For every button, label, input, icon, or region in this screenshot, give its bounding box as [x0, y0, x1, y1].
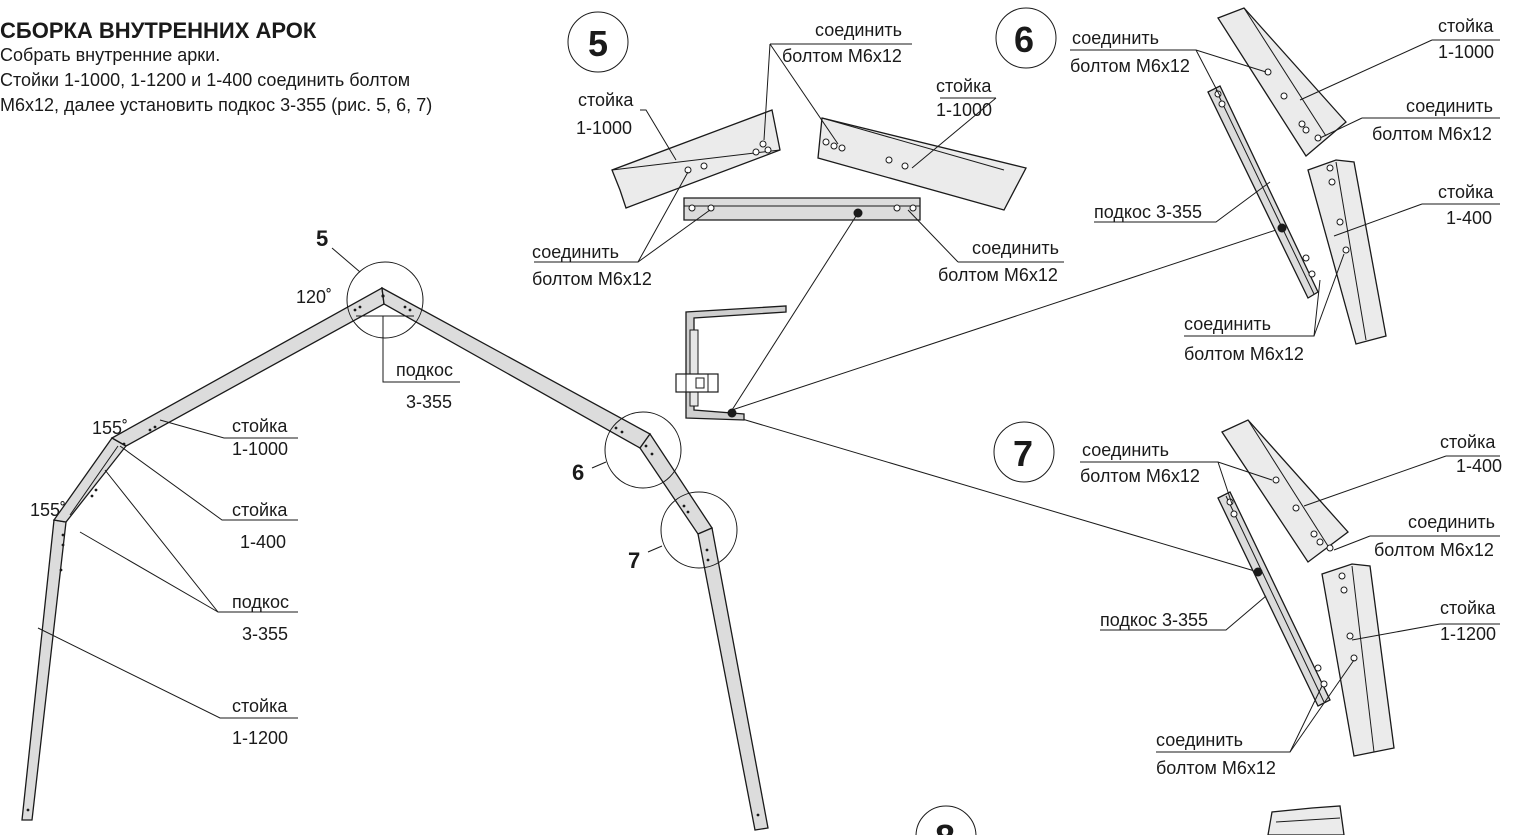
profile-cross-section [675, 305, 787, 421]
arch-label-code-400: 1-400 [240, 532, 286, 552]
figure-number-8: 8 [935, 817, 955, 835]
instruction-line-1: Собрать внутренние арки. [0, 45, 220, 65]
arch-label-podkos: подкос [396, 360, 453, 380]
instruction-line-3: М6х12, далее установить подкос 3-355 (ри… [0, 95, 432, 115]
figure-circle-8 [915, 805, 977, 835]
detail5-bolt-left: болтом М6х12 [532, 269, 652, 289]
detail6-code-400: 1-400 [1446, 208, 1492, 228]
detail-7: 7 соединить болтом М6х12 стойка [993, 419, 1502, 778]
detail7-podkos: подкос 3-355 [1100, 610, 1208, 630]
arch-segment-right-mid [639, 432, 713, 535]
detail5-stoika-left: стойка [578, 90, 634, 110]
angle-label-top: 120˚ [296, 287, 332, 307]
detail6-code-1000: 1-1000 [1438, 42, 1494, 62]
detail7-post-1200 [1321, 563, 1395, 757]
callout-number-7: 7 [628, 548, 640, 573]
detail6-bolt-top: болтом М6х12 [1070, 56, 1190, 76]
detail5-join-top: соединить [815, 20, 902, 40]
arch-leg-left [21, 519, 67, 821]
detail5-brace [683, 197, 921, 221]
detail7-join-top: соединить [1082, 440, 1169, 460]
instruction-line-2: Стойки 1-1000, 1-1200 и 1-400 соединить … [0, 70, 410, 90]
detail5-code-right: 1-1000 [936, 100, 992, 120]
detail6-join-bottom: соединить [1184, 314, 1271, 334]
callout-circle-5 [346, 261, 424, 339]
arch-brace-left [69, 445, 119, 516]
page-title: СБОРКА ВНУТРЕННИХ АРОК [0, 18, 317, 43]
detail7-bolt-top: болтом М6х12 [1080, 466, 1200, 486]
callout-circle-6 [604, 411, 682, 489]
arch-frame [21, 286, 769, 831]
callout-number-5: 5 [316, 226, 328, 251]
detail7-join-right: соединить [1408, 512, 1495, 532]
figure-number-5: 5 [588, 23, 608, 64]
detail6-stoika-1000: стойка [1438, 16, 1494, 36]
detail7-code-400: 1-400 [1456, 456, 1502, 476]
arch-bolt-dots [26, 294, 760, 817]
arch-leader-lines [37, 316, 460, 719]
callout-circle-7 [660, 491, 738, 569]
detail7-post-400 [1221, 419, 1349, 563]
detail5-post-left [611, 109, 781, 209]
detail5-bolt-top: болтом М6х12 [782, 46, 902, 66]
arch-leg-right [697, 527, 769, 831]
detail6-podkos: подкос 3-355 [1094, 202, 1202, 222]
arch-label-podkos-lower-code: 3-355 [242, 624, 288, 644]
detail6-join-top: соединить [1072, 28, 1159, 48]
detail-5: 5 соединить болтом М6х12 [532, 11, 1283, 573]
arch-label-podkos-code: 3-355 [406, 392, 452, 412]
detail7-brace [1217, 491, 1331, 707]
detail6-bolt-bottom: болтом М6х12 [1184, 344, 1304, 364]
figure-circle-5 [567, 11, 629, 73]
detail6-post-1000 [1217, 7, 1347, 157]
arch-label-code-1200: 1-1200 [232, 728, 288, 748]
figure-number-7: 7 [1013, 433, 1033, 474]
detail7-bolt-right: болтом М6х12 [1374, 540, 1494, 560]
figure-circle-6 [995, 7, 1057, 69]
detail7-bolt-bottom: болтом М6х12 [1156, 758, 1276, 778]
detail5-join-right: соединить [972, 238, 1059, 258]
arch-label-stoika-1000: стойка [232, 416, 288, 436]
detail5-bolt-right: болтом М6х12 [938, 265, 1058, 285]
callout-number-6: 6 [572, 460, 584, 485]
detail5-join-left: соединить [532, 242, 619, 262]
detail5-post-right [817, 117, 1027, 211]
detail6-bolt-right: болтом М6х12 [1372, 124, 1492, 144]
arch-label-podkos-lower: подкос [232, 592, 289, 612]
detail-6: 6 соединить болтом М6х12 стойка [995, 7, 1500, 364]
detail6-stoika-400: стойка [1438, 182, 1494, 202]
detail7-leader-lines [1080, 455, 1500, 753]
arch-label-stoika-400: стойка [232, 500, 288, 520]
angle-label-middle: 155˚ [92, 418, 128, 438]
detail6-join-right: соединить [1406, 96, 1493, 116]
angle-label-lower: 155˚ [30, 500, 66, 520]
detail7-code-1200: 1-1200 [1440, 624, 1496, 644]
detail5-code-left: 1-1000 [576, 118, 632, 138]
detail7-stoika-400: стойка [1440, 432, 1496, 452]
detail6-leader-lines [1070, 39, 1500, 337]
detail5-stoika-right: стойка [936, 76, 992, 96]
arch-label-code-1000: 1-1000 [232, 439, 288, 459]
detail-8-partial: 8 [915, 805, 1345, 835]
detail7-stoika-1200: стойка [1440, 598, 1496, 618]
figure-number-6: 6 [1014, 19, 1034, 60]
detail5-leader-lines [534, 43, 1283, 573]
arch-label-stoika-1200: стойка [232, 696, 288, 716]
detail7-join-bottom: соединить [1156, 730, 1243, 750]
figure-circle-7 [993, 421, 1055, 483]
